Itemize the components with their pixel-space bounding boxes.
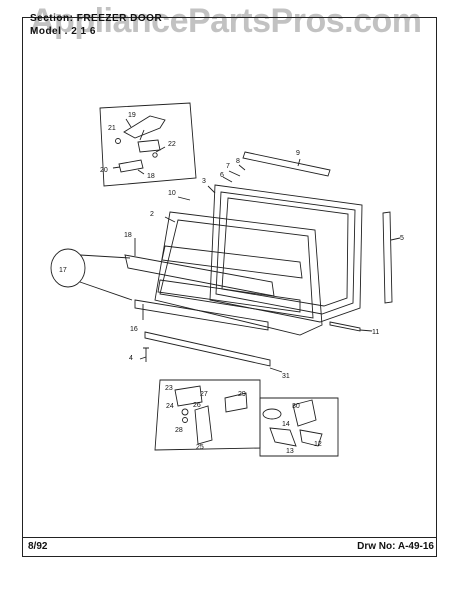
drawing-frame xyxy=(22,17,437,557)
callout-label: 19 xyxy=(128,112,136,119)
hinge-parts-inset xyxy=(99,102,197,187)
callout-label: 14 xyxy=(282,421,290,428)
callout-label: 26 xyxy=(193,402,201,409)
callout-label: 30 xyxy=(292,403,300,410)
handle-rod xyxy=(329,321,361,332)
bottom-trim xyxy=(134,299,269,331)
side-trim-strip xyxy=(382,211,393,304)
callout-label: 13 xyxy=(286,448,294,455)
callout-label: 5 xyxy=(400,235,404,242)
callout-label: 21 xyxy=(108,125,116,132)
callout-label: 18 xyxy=(124,232,132,239)
bottom-bar xyxy=(144,331,271,367)
watermark: AppliancePartsPros.com xyxy=(30,2,422,40)
detail-magnifier xyxy=(50,248,86,288)
callout-label: 31 xyxy=(282,373,290,380)
callout-label: 25 xyxy=(196,444,204,451)
top-trim-strip xyxy=(242,151,331,177)
door-gasket xyxy=(209,184,363,323)
callout-label: 23 xyxy=(165,385,173,392)
callout-label: 4 xyxy=(129,355,133,362)
callout-label: 8 xyxy=(236,158,240,165)
callout-label: 12 xyxy=(314,441,322,448)
door-shelf xyxy=(124,254,275,297)
callout-label: 17 xyxy=(59,267,67,274)
hinge-cover xyxy=(123,115,166,139)
callout-label: 27 xyxy=(200,391,208,398)
callout-label: 7 xyxy=(226,163,230,170)
callout-label: 24 xyxy=(166,403,174,410)
callout-label: 18 xyxy=(147,173,155,180)
model-label: Model . 2 1 6 xyxy=(30,26,96,37)
door-liner xyxy=(154,211,323,336)
callout-label: 3 xyxy=(202,178,206,185)
callout-label: 22 xyxy=(168,141,176,148)
callout-labels: 19 21 22 20 18 10 3 7 8 6 9 2 5 18 17 16… xyxy=(59,112,404,455)
screw xyxy=(143,347,149,362)
callout-label: 11 xyxy=(372,329,379,336)
callout-label: 16 xyxy=(130,326,138,333)
drawing-number: Drw No: A-49-16 xyxy=(357,541,434,552)
hinge-bracket xyxy=(118,159,144,173)
callout-label: 6 xyxy=(220,172,224,179)
revision-date: 8/92 xyxy=(28,541,48,552)
footer-divider xyxy=(22,537,437,538)
handle-parts-inset xyxy=(259,397,339,457)
callout-label: 29 xyxy=(238,391,246,398)
callout-label: 28 xyxy=(175,427,183,434)
callout-label: 10 xyxy=(168,190,176,197)
section-label: Section: FREEZER DOOR xyxy=(30,13,163,24)
callout-label: 2 xyxy=(150,211,154,218)
callout-label: 9 xyxy=(296,150,300,157)
callout-label: 20 xyxy=(100,167,108,174)
